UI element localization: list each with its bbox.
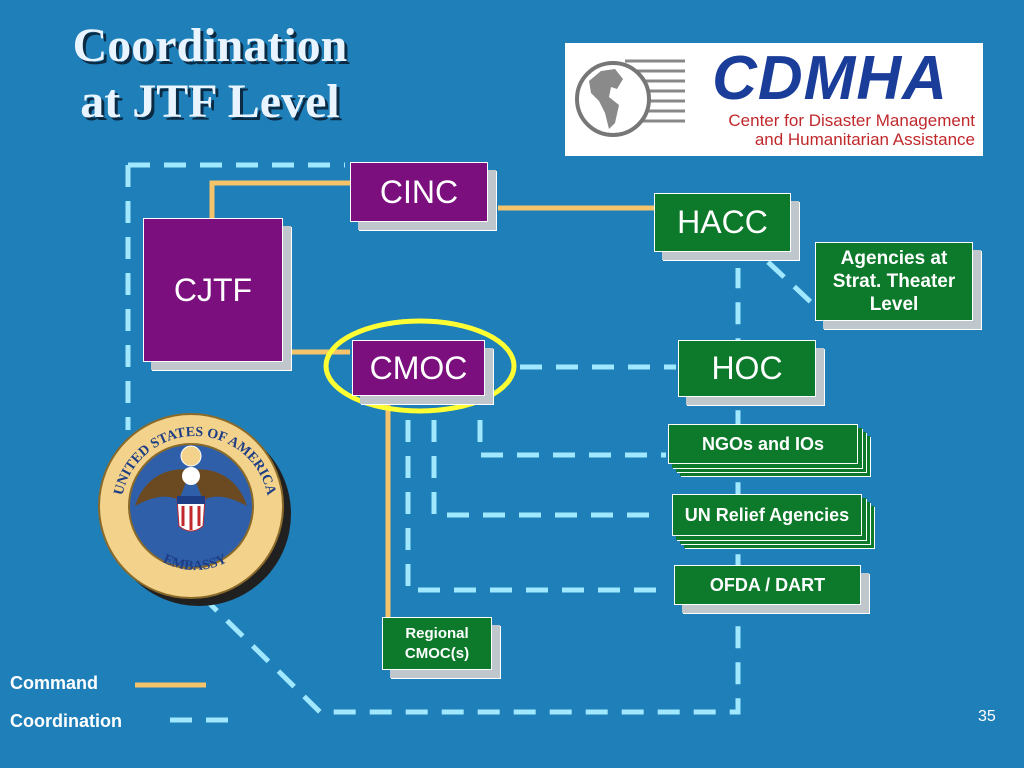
coordination-line-hacc-agencies [766,260,817,308]
logo-line1: Center for Disaster Management [728,111,975,130]
globe-icon [575,59,685,137]
agencies-line2: Strat. Theater [832,271,956,292]
logo-acronym: CDMHA [712,44,948,113]
coordination-lines [125,162,817,715]
legend-command-label: Command [10,673,99,693]
agencies-line1: Agencies at [840,248,948,269]
ngos-label: NGOs and IOs [701,433,825,454]
logo-line2: and Humanitarian Assistance [754,130,975,149]
coordination-line-ofda [405,420,660,593]
command-lines [209,180,655,618]
ofda-label: OFDA / DART [709,574,826,595]
cinc-box: CINC [350,162,488,222]
coordination-line-un [431,420,660,518]
coordination-line-ngo [477,420,666,458]
seal-bottom-text: EMBASSY [161,552,229,574]
cinc-label: CINC [379,173,459,210]
slide-title-line1: Coordination [72,19,348,72]
page-number: 35 [978,708,996,725]
hoc-box: HOC [678,340,816,397]
embassy-seal: UNITED STATES OF AMERICA EMBASSY [98,413,291,606]
regional-cmoc-box: Regional CMOC(s) [382,617,492,670]
cjtf-box: CJTF [143,218,283,362]
regional-line2: CMOC(s) [404,644,470,662]
agencies-line3: Level [869,294,919,315]
agencies-box: Agencies at Strat. Theater Level [815,242,973,321]
un-relief-box: UN Relief Agencies [672,494,862,536]
slide-title: Coordination at JTF Level [30,18,390,130]
cmoc-highlight-ellipse [323,318,517,414]
un-relief-label: UN Relief Agencies [684,504,850,525]
cdmha-logo: CDMHA Center for Disaster Management and… [565,43,983,156]
cjtf-label: CJTF [173,271,253,308]
ofda-box: OFDA / DART [674,565,861,605]
hacc-box: HACC [654,193,791,252]
regional-line1: Regional [405,624,469,642]
legend-coordination-label: Coordination [10,711,122,731]
ngos-box: NGOs and IOs [668,424,858,464]
command-line-cjtf-cinc [209,180,350,218]
slide-title-line2: at JTF Level [80,75,340,128]
eagle-icon [135,445,247,532]
hacc-label: HACC [677,204,768,240]
hoc-label: HOC [711,350,783,386]
cmoc-label: CMOC [369,349,468,386]
coordination-line-bottom-loop [148,268,741,715]
cmoc-box: CMOC [352,340,485,396]
